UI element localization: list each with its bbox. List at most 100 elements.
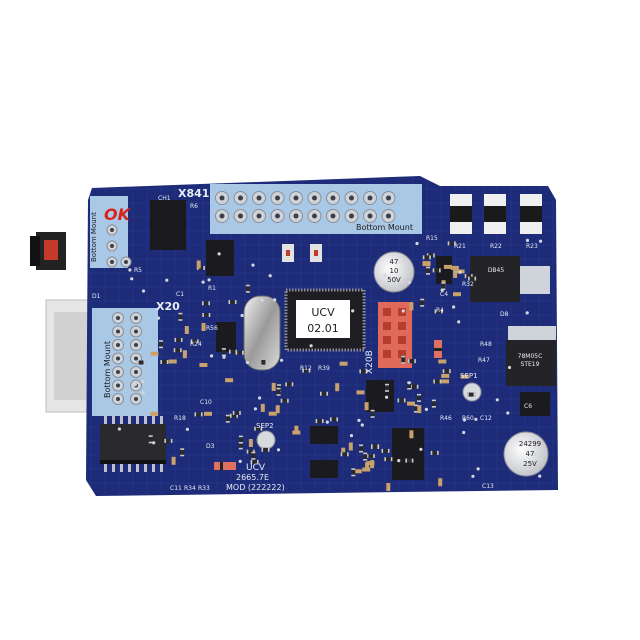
smd-component <box>464 274 473 279</box>
smd-pad <box>420 305 425 307</box>
ref-c1: C1 <box>176 291 184 298</box>
smd-pad <box>407 359 410 364</box>
smd-pad <box>253 449 255 454</box>
smd-pad <box>366 454 369 458</box>
smd-pad <box>143 360 146 365</box>
smd-pad <box>234 300 237 305</box>
pin-hole <box>349 213 354 219</box>
side-header-pins <box>106 224 132 268</box>
smd-pad <box>221 348 226 350</box>
via <box>276 448 281 452</box>
via <box>280 358 284 362</box>
ic-pin <box>152 464 155 472</box>
smd-pad <box>276 394 281 396</box>
ref-r23: R23 <box>526 243 538 250</box>
smd-component <box>417 393 421 402</box>
smd-component <box>434 309 443 314</box>
pin-hole <box>293 213 299 219</box>
pin-hole <box>367 213 373 219</box>
smd-component <box>356 390 365 395</box>
smd-component <box>453 292 461 297</box>
smd-pad <box>359 444 363 447</box>
smd-component <box>159 340 163 349</box>
smd-component <box>359 444 363 453</box>
via <box>207 278 211 282</box>
smd-component <box>160 360 169 364</box>
pin-hole <box>116 383 120 388</box>
smd-component <box>401 355 406 364</box>
ic-pin <box>144 416 147 424</box>
smd-component <box>171 456 176 465</box>
x20-header-pins <box>112 312 142 405</box>
smd-pad <box>228 300 231 305</box>
via <box>253 407 257 411</box>
smd-pad <box>468 276 470 281</box>
pin-hole <box>116 397 120 401</box>
smd-pad <box>405 458 407 463</box>
via <box>457 320 461 324</box>
ref-r4: R4 <box>436 307 444 314</box>
smd-component <box>238 441 243 450</box>
smd-pad <box>447 241 450 246</box>
smd-component <box>335 383 340 392</box>
smd-pad <box>351 468 356 470</box>
smd-pad <box>449 369 451 374</box>
x841-label: X841 <box>178 187 209 200</box>
smd-pad <box>202 301 204 306</box>
jumper-block <box>30 232 66 270</box>
smd-component <box>229 349 237 354</box>
smd-component <box>302 368 311 373</box>
smd-component <box>371 445 379 449</box>
cap-bottom-l3: 25V <box>523 460 537 468</box>
ref-r5: R5 <box>134 267 142 274</box>
via <box>210 354 214 358</box>
smd-pad <box>431 406 436 408</box>
smd-pad <box>414 359 416 364</box>
smd-pad <box>148 435 153 437</box>
smd-pad <box>137 360 139 365</box>
via <box>351 309 355 313</box>
smd-component <box>254 426 263 431</box>
smd-pad <box>390 457 393 462</box>
smd-component <box>366 454 375 458</box>
smd-component <box>359 369 368 374</box>
smd-pad <box>235 350 238 355</box>
via <box>419 447 423 451</box>
ref-r21: R21 <box>454 243 466 250</box>
smd-pad <box>238 447 243 450</box>
diodes <box>214 340 442 470</box>
smd-pad <box>326 391 328 396</box>
smd-component <box>268 411 277 416</box>
smd-pad <box>276 387 281 390</box>
pin-hole <box>116 343 120 347</box>
x20-connector-shell <box>45 299 95 413</box>
smd-pad <box>245 284 250 287</box>
smd-component <box>422 261 431 266</box>
smd-pad <box>439 379 442 384</box>
smd-pad <box>320 391 322 396</box>
smd-component <box>246 449 255 454</box>
via <box>383 273 387 277</box>
small-ics <box>150 200 550 480</box>
smd-component <box>261 447 270 452</box>
pin-hole <box>275 213 280 219</box>
ref-r56: R56 <box>206 325 218 332</box>
smd-pad <box>464 274 467 279</box>
ref-r47: R47 <box>478 357 490 364</box>
smd-pad <box>245 291 250 293</box>
via <box>407 381 411 385</box>
ref-r39: R39 <box>318 365 330 372</box>
smd-pad <box>203 266 205 270</box>
smd-component <box>275 405 280 414</box>
smd-pad <box>363 459 368 461</box>
ref-c12: C12 <box>480 415 492 422</box>
smd-component <box>385 383 389 392</box>
smd-component <box>431 399 436 408</box>
smd-component <box>422 255 431 260</box>
smd-pad <box>197 339 199 344</box>
smd-component <box>260 403 265 412</box>
ic-pin <box>136 464 139 472</box>
via <box>401 309 405 313</box>
smd-component <box>413 404 418 413</box>
pin-hole <box>116 370 120 374</box>
